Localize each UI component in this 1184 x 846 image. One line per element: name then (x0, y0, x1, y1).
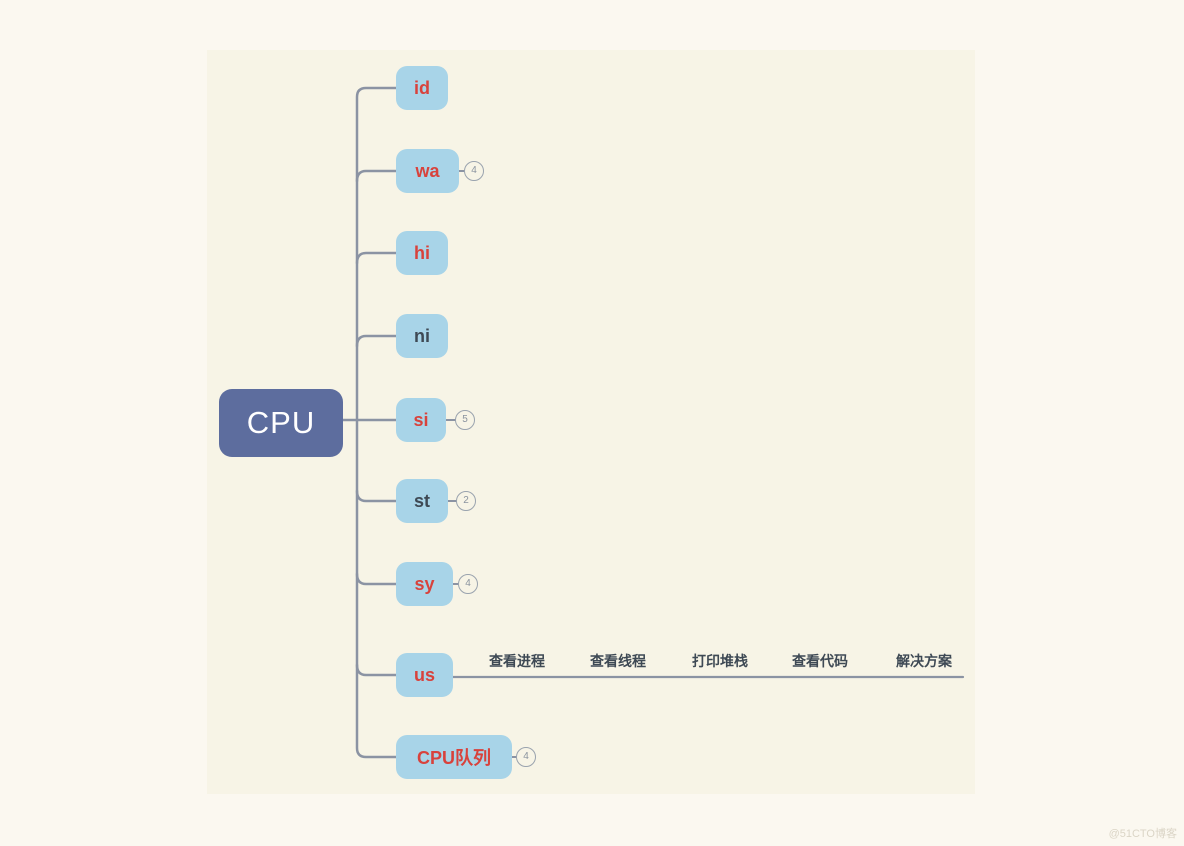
us-child-view-process[interactable]: 查看进程 (489, 653, 545, 669)
node-id[interactable]: id (396, 66, 448, 110)
node-ni[interactable]: ni (396, 314, 448, 358)
collapse-badge-si[interactable]: 5 (455, 410, 475, 430)
node-cpu-root[interactable]: CPU (219, 389, 343, 457)
node-cpu-queue[interactable]: CPU队列 (396, 735, 512, 779)
node-si[interactable]: si (396, 398, 446, 442)
node-sy[interactable]: sy (396, 562, 453, 606)
node-hi[interactable]: hi (396, 231, 448, 275)
node-us[interactable]: us (396, 653, 453, 697)
node-wa[interactable]: wa (396, 149, 459, 193)
us-child-view-code[interactable]: 查看代码 (792, 653, 848, 669)
collapse-badge-wa[interactable]: 4 (464, 161, 484, 181)
us-child-view-thread[interactable]: 查看线程 (590, 653, 646, 669)
us-child-print-stack[interactable]: 打印堆栈 (692, 653, 748, 669)
us-child-solution[interactable]: 解决方案 (896, 653, 952, 669)
collapse-badge-cpu-queue[interactable]: 4 (516, 747, 536, 767)
watermark: @51CTO博客 (1108, 828, 1177, 840)
collapse-badge-st[interactable]: 2 (456, 491, 476, 511)
collapse-badge-sy[interactable]: 4 (458, 574, 478, 594)
node-st[interactable]: st (396, 479, 448, 523)
